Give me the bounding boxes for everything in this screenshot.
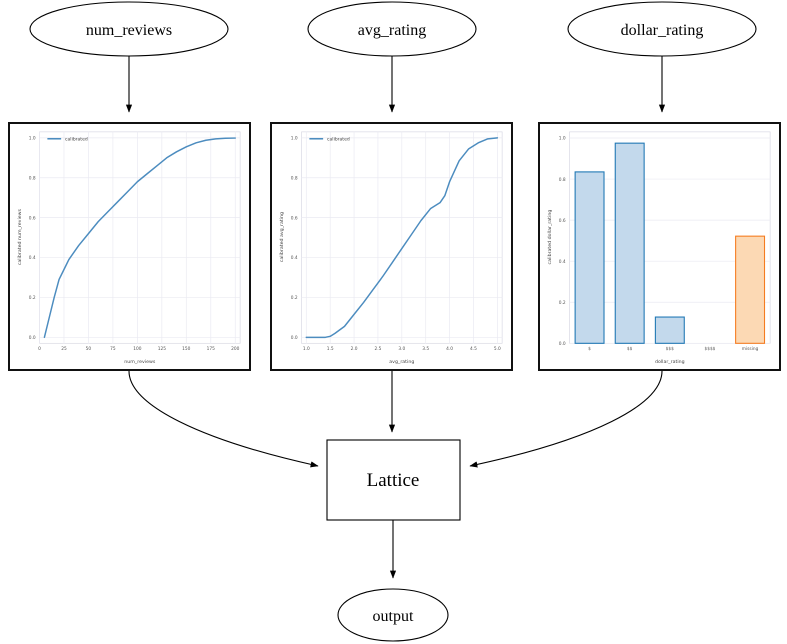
svg-text:1.0: 1.0 xyxy=(559,136,566,142)
svg-text:75: 75 xyxy=(110,346,116,352)
chart1-ylabel: calibrated num_reviews xyxy=(17,208,23,265)
svg-text:175: 175 xyxy=(207,346,215,352)
svg-text:0.6: 0.6 xyxy=(29,215,36,221)
node-dollar-rating[interactable]: dollar_rating xyxy=(567,1,757,57)
svg-text:$$$: $$$ xyxy=(666,346,674,352)
node-output[interactable]: output xyxy=(337,588,449,642)
chart-avg-rating-svg: 1.0 1.5 2.0 2.5 3.0 3.5 4.0 4.5 5.0 0.0 0.2 0.4 0.6 0… xyxy=(279,131,503,365)
node-dollar-rating-label: dollar_rating xyxy=(621,22,704,39)
svg-text:0.4: 0.4 xyxy=(291,255,298,261)
svg-text:0.8: 0.8 xyxy=(29,175,36,181)
chart-panel-num-reviews: 0 25 50 75 100 125 150 175 200 0.0 0.2 0.4 0.6 0.8 1.0… xyxy=(8,122,251,371)
chart1-tick-labels: 0 25 50 75 100 125 150 175 200 0.0 0.2 0.4 0.6 0.8 1.0 xyxy=(29,136,240,353)
chart2-legend: calibrated xyxy=(309,137,350,143)
svg-text:50: 50 xyxy=(86,346,92,352)
svg-text:125: 125 xyxy=(158,346,166,352)
chart1-gridlines xyxy=(39,131,241,344)
chart2-xlabel: avg_rating xyxy=(389,359,414,365)
svg-text:missing: missing xyxy=(742,346,759,352)
svg-text:100: 100 xyxy=(133,346,141,352)
chart1-xlabel: num_reviews xyxy=(124,359,156,365)
svg-text:1.0: 1.0 xyxy=(29,136,36,142)
svg-text:1.0: 1.0 xyxy=(291,136,298,142)
chart2-gridlines xyxy=(301,131,503,344)
svg-text:0: 0 xyxy=(38,346,41,352)
svg-text:2.0: 2.0 xyxy=(351,346,358,352)
svg-text:0.4: 0.4 xyxy=(559,259,566,265)
chart1-legend-label: calibrated xyxy=(65,137,88,143)
svg-text:$$: $$ xyxy=(627,346,633,352)
svg-text:0.0: 0.0 xyxy=(559,341,566,347)
chart3-bars xyxy=(574,142,766,344)
chart2-series-calibrated xyxy=(305,137,499,339)
chart-num-reviews-svg: 0 25 50 75 100 125 150 175 200 0.0 0.2 0.4 0.6 0.8 1.0… xyxy=(17,131,241,365)
chart2-tick-labels: 1.0 1.5 2.0 2.5 3.0 3.5 4.0 4.5 5.0 0.0 0.2 0.4 0.6 0… xyxy=(291,136,501,353)
chart1-legend: calibrated xyxy=(47,137,88,143)
svg-text:200: 200 xyxy=(231,346,239,352)
svg-text:0.2: 0.2 xyxy=(559,300,566,306)
svg-text:25: 25 xyxy=(61,346,67,352)
svg-text:4.5: 4.5 xyxy=(470,346,477,352)
svg-text:$$$$: $$$$ xyxy=(704,346,715,352)
svg-text:1.5: 1.5 xyxy=(327,346,334,352)
svg-text:2.5: 2.5 xyxy=(375,346,382,352)
chart3-tick-labels: 0.00.20.40.60.81.0$$$$$$$$$$missing xyxy=(559,136,759,353)
lattice-node[interactable]: Lattice xyxy=(326,439,461,521)
chart3-xlabel: dollar_rating xyxy=(655,359,685,365)
svg-text:1.0: 1.0 xyxy=(303,346,310,352)
svg-text:0.2: 0.2 xyxy=(29,295,36,301)
svg-text:0.0: 0.0 xyxy=(29,335,36,341)
chart-dollar-rating-svg: 0.00.20.40.60.81.0$$$$$$$$$$missing doll… xyxy=(547,131,771,365)
edge-chart1-to-lattice xyxy=(128,370,319,468)
node-avg-rating[interactable]: avg_rating xyxy=(307,1,477,57)
lattice-node-label: Lattice xyxy=(367,470,420,491)
svg-text:0.6: 0.6 xyxy=(291,215,298,221)
svg-text:0.2: 0.2 xyxy=(291,295,298,301)
svg-text:0.6: 0.6 xyxy=(559,218,566,224)
svg-text:3.0: 3.0 xyxy=(398,346,405,352)
svg-text:5.0: 5.0 xyxy=(494,346,501,352)
chart2-ylabel: calibrated avg_rating xyxy=(279,212,285,262)
chart2-legend-label: calibrated xyxy=(327,137,350,143)
node-num-reviews-label: num_reviews xyxy=(86,22,172,39)
node-avg-rating-label: avg_rating xyxy=(358,22,426,39)
svg-text:$: $ xyxy=(588,346,591,352)
svg-text:0.8: 0.8 xyxy=(291,175,298,181)
edge-chart3-to-lattice xyxy=(469,370,663,468)
svg-text:0.0: 0.0 xyxy=(291,335,298,341)
svg-text:4.0: 4.0 xyxy=(446,346,453,352)
svg-text:0.4: 0.4 xyxy=(29,255,36,261)
svg-text:0.8: 0.8 xyxy=(559,177,566,183)
chart1-series-calibrated xyxy=(43,137,236,339)
node-output-label: output xyxy=(373,608,414,625)
svg-text:3.5: 3.5 xyxy=(422,346,429,352)
svg-text:150: 150 xyxy=(182,346,190,352)
node-num-reviews[interactable]: num_reviews xyxy=(29,1,229,57)
chart3-ylabel: calibrated dollar_rating xyxy=(547,210,553,265)
chart-panel-avg-rating: 1.0 1.5 2.0 2.5 3.0 3.5 4.0 4.5 5.0 0.0 0.2 0.4 0.6 0… xyxy=(270,122,513,371)
